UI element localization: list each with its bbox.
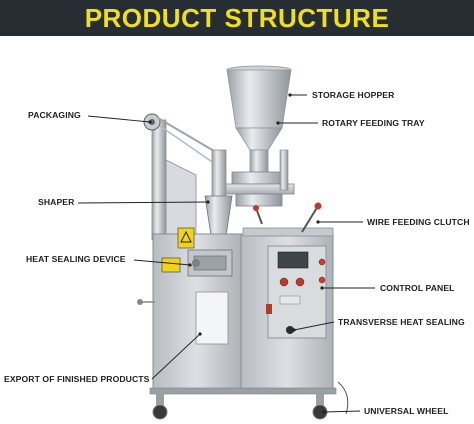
output-chute: [195, 291, 229, 345]
control-panel: [266, 245, 327, 339]
label-universal-wheel: UNIVERSAL WHEEL: [364, 406, 449, 416]
label-export-of-finished-products: EXPORT OF FINISHED PRODUCTS: [4, 374, 150, 384]
label-rotary-feeding-tray: ROTARY FEEDING TRAY: [322, 118, 425, 128]
page-title: PRODUCT STRUCTURE: [84, 3, 390, 33]
leader-lines: [77, 94, 375, 413]
leader-dots: [148, 93, 326, 414]
side-knob: [137, 299, 155, 305]
label-shaper: SHAPER: [38, 197, 75, 207]
wire-feeding-clutch: [253, 202, 322, 233]
storage-hopper: [226, 65, 292, 173]
label-wire-feeding-clutch: WIRE FEEDING CLUTCH: [367, 217, 470, 227]
label-control-panel: CONTROL PANEL: [380, 283, 455, 293]
label-transverse-heat-sealing: TRANSVERSE HEAT SEALING: [338, 317, 465, 327]
label-storage-hopper: STORAGE HOPPER: [312, 90, 395, 100]
universal-wheel: [152, 381, 349, 420]
title-banner: [0, 0, 474, 36]
heat-sealing-device: [187, 249, 233, 277]
label-packaging: PACKAGING: [28, 110, 81, 120]
rotary-feeding-tray: [223, 149, 295, 207]
warning-labels: [161, 227, 195, 273]
packaging-frame: [143, 113, 227, 241]
label-heat-sealing-device: HEAT SEALING DEVICE: [26, 254, 126, 264]
